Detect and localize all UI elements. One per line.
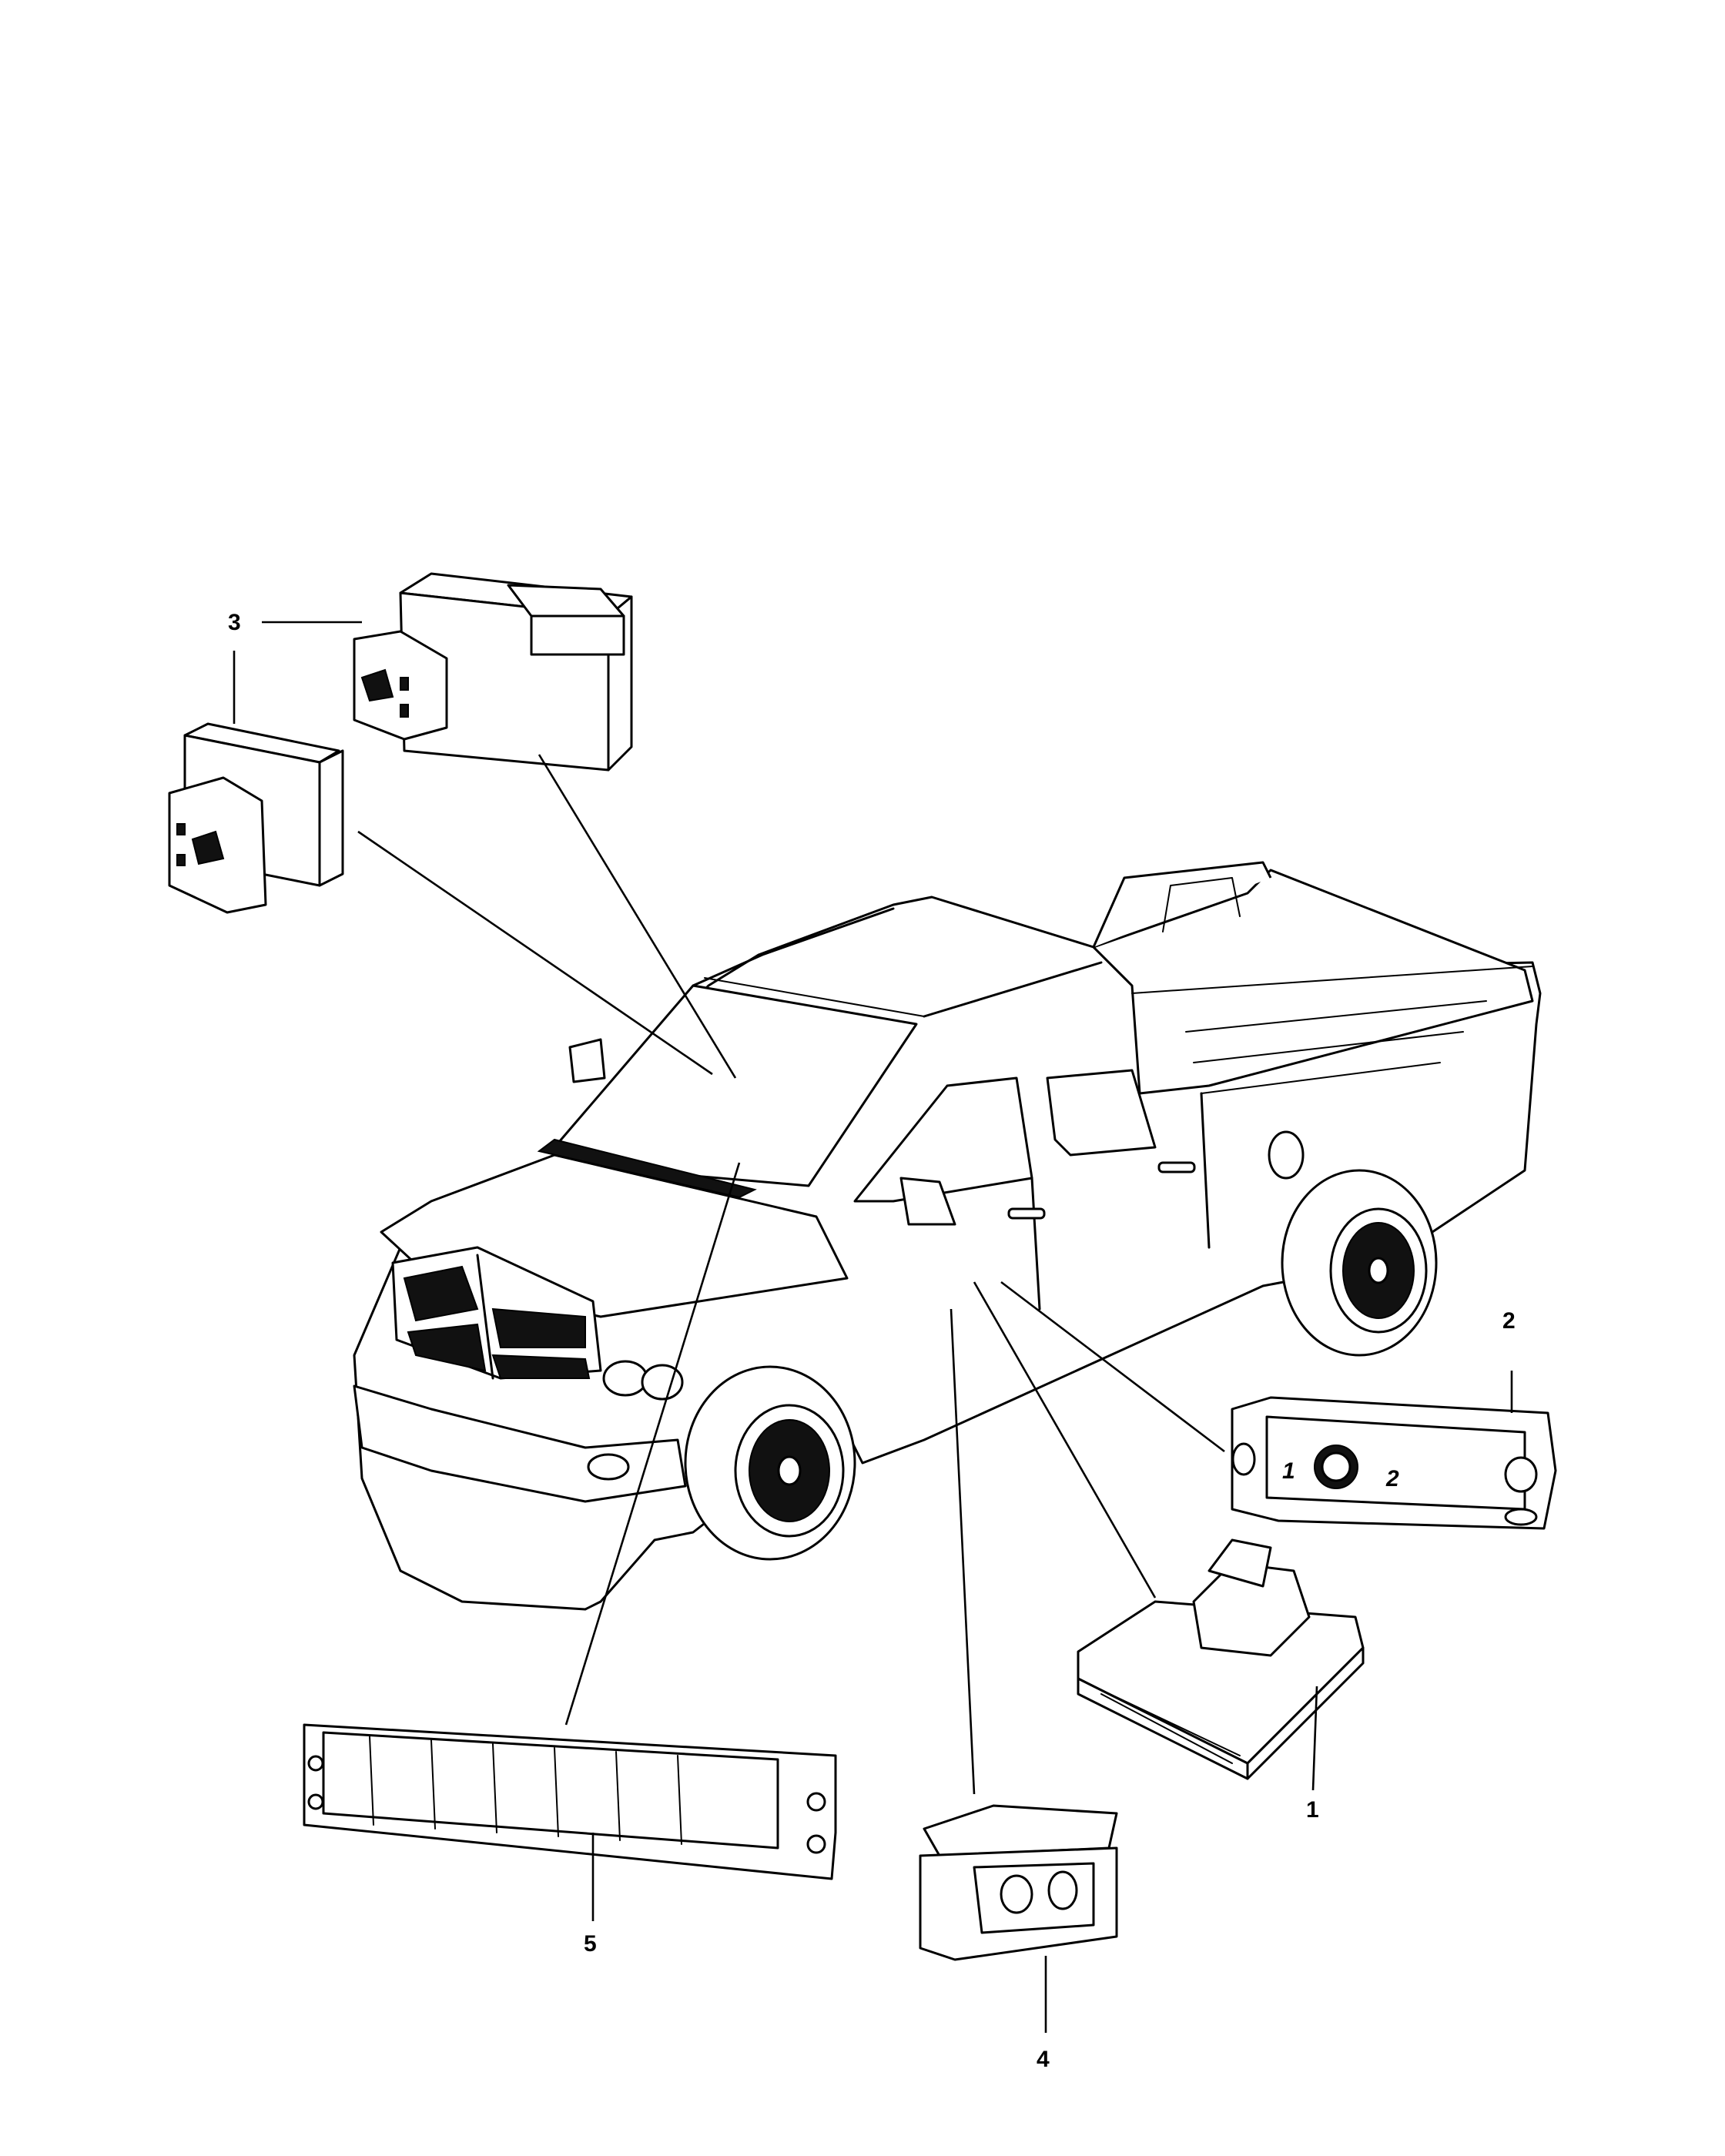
memory-button-1-label: 1 <box>1282 1458 1295 1484</box>
callout-labels: 3 2 1 5 4 <box>228 610 1516 2072</box>
part-5-switch-bank <box>303 1723 837 1880</box>
part-4-switch <box>919 1804 1118 1961</box>
callout-3-top: 3 <box>228 610 241 635</box>
callout-1: 1 <box>1306 1797 1319 1823</box>
pickup-truck <box>353 861 1542 1611</box>
part-1-switch-module <box>1077 1538 1365 1780</box>
leader-lines <box>233 621 1513 2033</box>
part-3-switch-lower <box>168 722 344 914</box>
memory-button-2-label: 2 <box>1385 1466 1399 1491</box>
callout-2: 2 <box>1502 1308 1516 1334</box>
part-2-memory-switch: 1 2 <box>1231 1396 1557 1530</box>
front-wheel <box>684 1365 856 1561</box>
part-3-switch-upper <box>353 572 633 772</box>
callout-5: 5 <box>584 1931 597 1957</box>
rear-wheel <box>1281 1169 1438 1357</box>
callout-4: 4 <box>1037 2047 1050 2072</box>
